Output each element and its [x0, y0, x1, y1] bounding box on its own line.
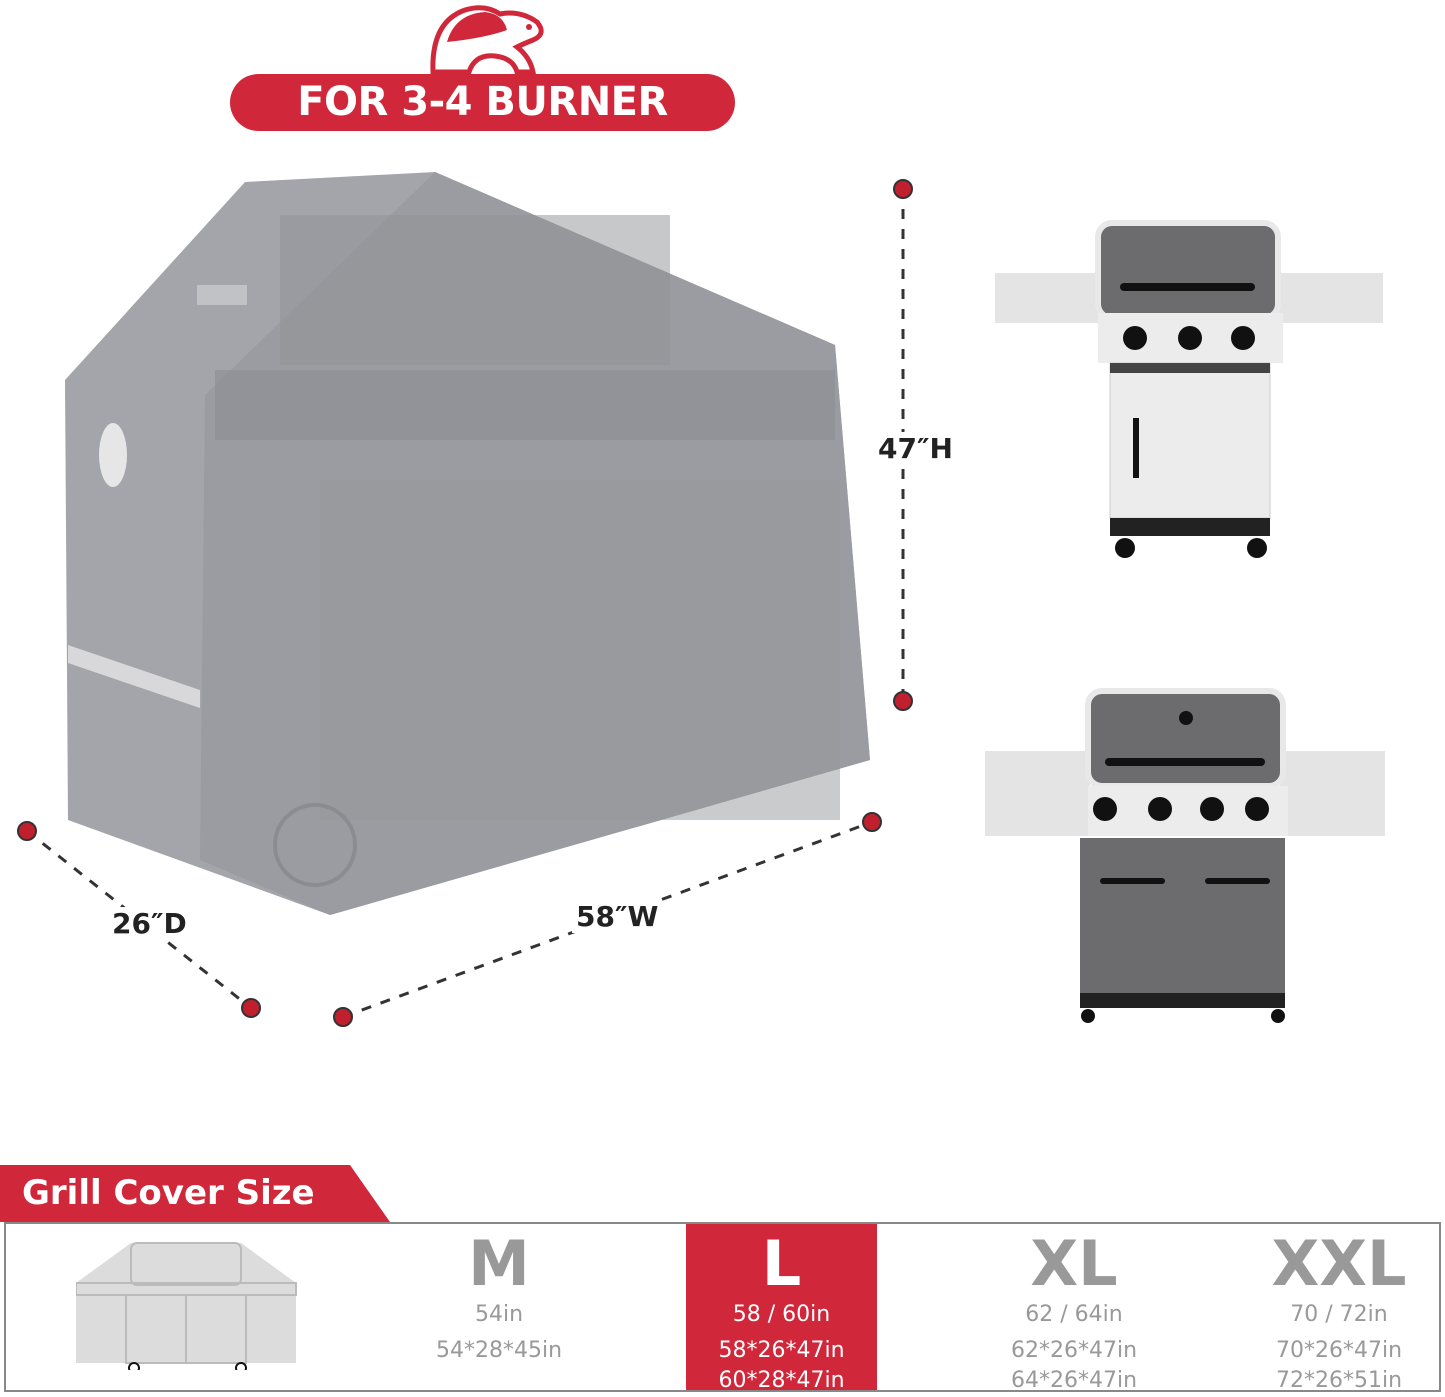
depth-label: 26″D	[108, 907, 191, 940]
size-spec: 62*26*47in	[1010, 1338, 1138, 1363]
size-label: L	[761, 1227, 802, 1300]
three-burner-grill-icon	[995, 220, 1383, 558]
size-fit: 54in	[474, 1302, 524, 1327]
size-fit: 58 / 60in	[732, 1302, 831, 1327]
size-option-xxl[interactable]: XXL 70 / 72in 70*26*47in 72*26*51in	[1239, 1224, 1439, 1394]
size-option-xl[interactable]: XL 62 / 64in 62*26*47in 64*26*47in	[974, 1224, 1174, 1394]
size-spec: 58*26*47in	[718, 1338, 845, 1363]
size-spec: 64*26*47in	[1010, 1368, 1138, 1393]
size-option-m[interactable]: M 54in 54*28*45in	[399, 1224, 599, 1390]
size-label: XXL	[1271, 1227, 1407, 1300]
size-option-l-selected[interactable]: L 58 / 60in 58*26*47in 60*28*47in	[686, 1224, 877, 1393]
size-label: M	[468, 1227, 530, 1300]
size-spec: 72*26*51in	[1275, 1368, 1403, 1393]
size-fit: 62 / 64in	[1025, 1302, 1123, 1327]
burner-badge: FOR 3-4 BURNER GRILL	[230, 74, 735, 182]
size-table: M 54in 54*28*45in L 58 / 60in 58*26*47in…	[4, 1222, 1441, 1394]
grill-cover-illustration	[17, 172, 913, 1027]
size-fit: 70 / 72in	[1290, 1302, 1388, 1327]
height-label: 47″H	[876, 432, 955, 465]
grill-cover-thumbnail-icon	[76, 1242, 297, 1370]
size-spec: 70*26*47in	[1275, 1338, 1403, 1363]
size-spec: 54*28*45in	[435, 1338, 563, 1363]
width-label: 58″W	[572, 900, 663, 933]
four-burner-grill-icon	[985, 688, 1385, 1023]
size-label: XL	[1030, 1227, 1118, 1300]
turtle-logo-icon	[430, 5, 544, 74]
size-table-title: Grill Cover Size	[0, 1165, 390, 1222]
size-spec: 60*28*47in	[718, 1368, 845, 1393]
